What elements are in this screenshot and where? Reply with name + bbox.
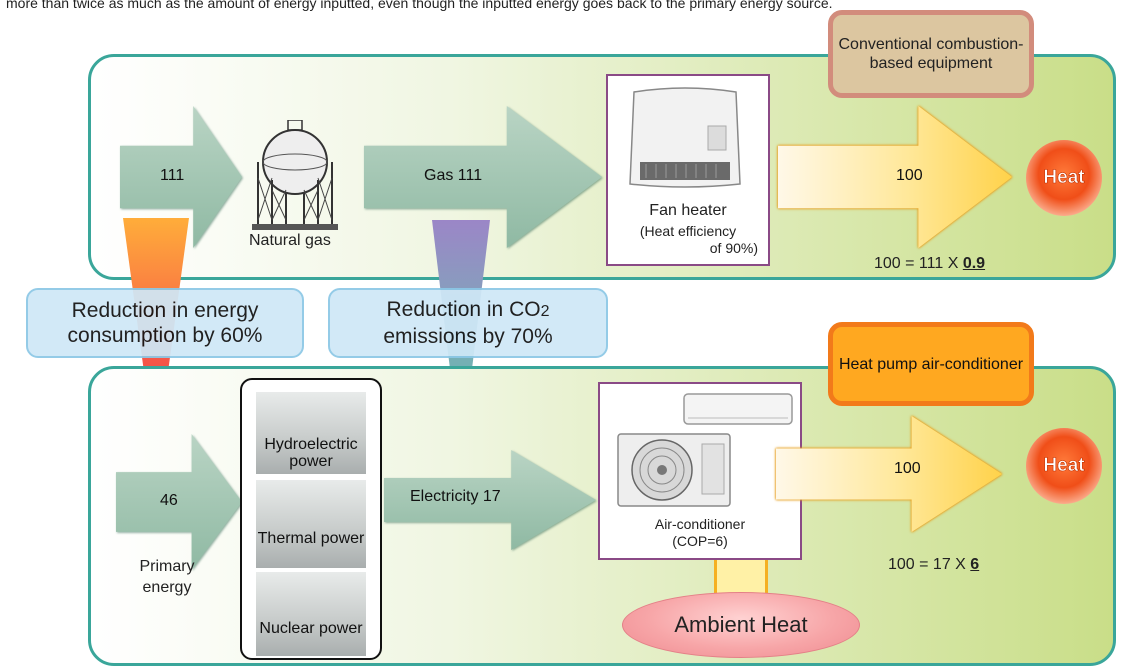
hydroelectric-label: Hydroelectric power (264, 436, 358, 470)
primary-energy-line-2: energy (142, 579, 192, 596)
bottom-equation: 100 = 17 X 6 (888, 556, 979, 574)
air-conditioner-cop: (COP=6) (672, 533, 728, 549)
top-gas-value: Gas 111 (424, 167, 483, 184)
co2-reduction-suffix: emissions by 70% (383, 325, 553, 348)
fan-heater-caption: Fan heater (649, 202, 727, 219)
bottom-output-arrow (776, 416, 1002, 532)
bottom-equation-factor: 6 (970, 556, 980, 573)
bottom-equation-prefix: 100 = 17 X (888, 556, 971, 573)
top-equation-prefix: 100 = 111 X (874, 255, 963, 272)
natural-gas-caption: Natural gas (249, 232, 331, 249)
thermal-label: Thermal power (257, 530, 365, 547)
fan-heater-efficiency: (Heat efficiency (639, 223, 737, 239)
bottom-heat-badge: Heat (1026, 428, 1102, 504)
top-output-value: 100 (896, 167, 923, 184)
thermal-photo (256, 480, 366, 568)
top-equation-factor: 0.9 (962, 255, 986, 272)
top-heat-badge: Heat (1026, 140, 1102, 216)
fan-heater-icon (626, 86, 744, 192)
co2-subscript: 2 (540, 303, 550, 320)
nuclear-label: Nuclear power (259, 620, 363, 637)
top-heat-label: Heat (1043, 167, 1085, 189)
air-conditioner-icon (616, 390, 796, 508)
top-input-value: 111 (160, 167, 185, 184)
energy-reduction-box: Reduction in energy consumption by 60% (26, 288, 304, 358)
hydroelectric-photo (256, 392, 366, 474)
bottom-heat-label: Heat (1043, 455, 1085, 477)
ambient-heat-ellipse: Ambient Heat (622, 592, 860, 658)
fan-heater-efficiency-value: of 90%) (709, 240, 758, 256)
bottom-electricity-arrow (384, 450, 596, 550)
primary-energy-line-1: Primary (139, 558, 195, 575)
heat-pump-label-box: Heat pump air-conditioner (828, 322, 1034, 406)
intro-text: more than twice as much as the amount of… (6, 0, 833, 11)
nuclear-photo (256, 572, 366, 656)
top-equation: 100 = 111 X 0.9 (874, 255, 985, 273)
conventional-label-box: Conventional combustion-based equipment (828, 10, 1034, 98)
top-output-arrow (778, 106, 1012, 248)
co2-reduction-prefix: Reduction in CO (386, 298, 541, 321)
primary-energy-label: Primary energy (122, 556, 212, 598)
bottom-electricity-value: Electricity 17 (410, 488, 501, 505)
air-conditioner-caption: Air-conditioner (654, 516, 746, 532)
bottom-input-arrow (116, 434, 242, 570)
bottom-input-value: 46 (160, 492, 178, 509)
bottom-output-value: 100 (894, 460, 921, 477)
co2-reduction-box: Reduction in CO2 emissions by 70% (328, 288, 608, 358)
gas-tank-icon (252, 119, 338, 232)
